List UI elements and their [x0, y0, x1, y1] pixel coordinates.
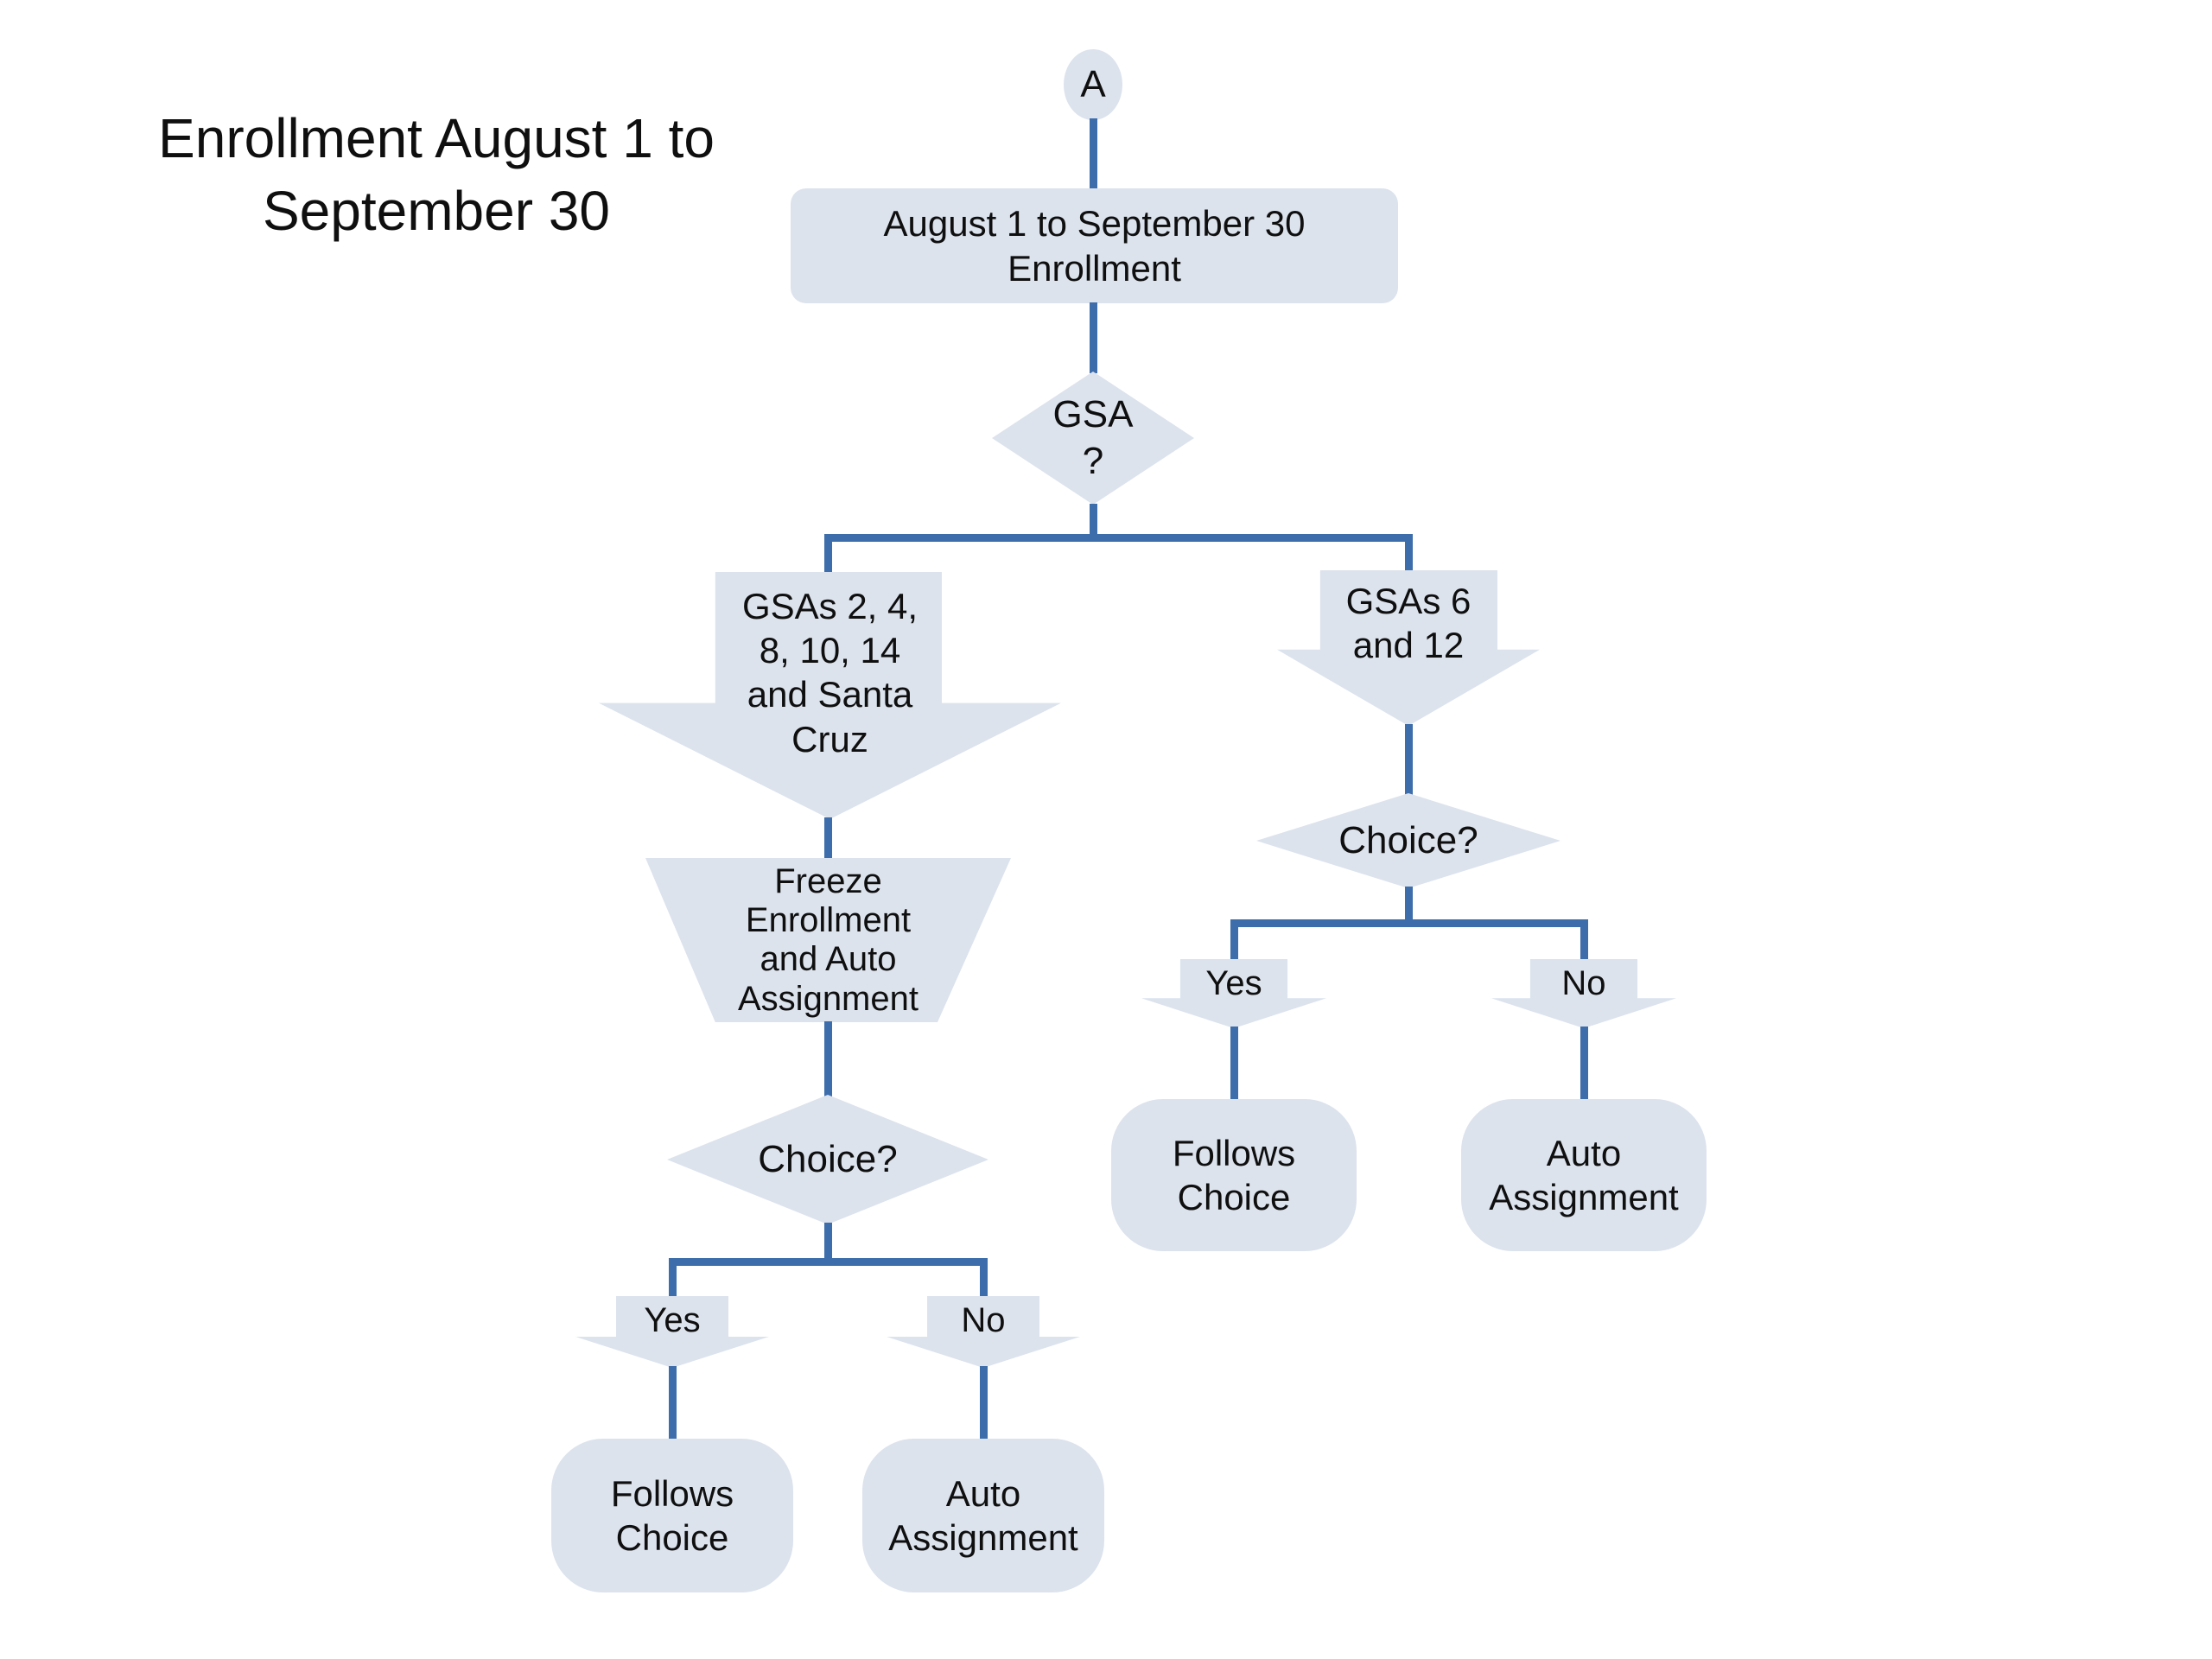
connector-left-arrow-to-freeze [824, 817, 832, 860]
arrow-right-no-label: No [1561, 964, 1606, 1002]
connector-right-yes-drop [1230, 919, 1238, 961]
terminal-right-follows-choice-label: Follows Choice [1172, 1132, 1296, 1217]
terminal-right-follows-choice: Follows Choice [1111, 1099, 1357, 1251]
connector-a-to-start [1090, 118, 1097, 189]
connector-left-no-stem [980, 1366, 988, 1440]
connector-right-no-stem [1580, 1027, 1588, 1101]
terminal-left-auto-assignment-label: Auto Assignment [888, 1472, 1078, 1558]
page-title: Enrollment August 1 to September 30 [158, 107, 715, 243]
terminal-right-auto-assignment-label: Auto Assignment [1489, 1132, 1679, 1217]
offpage-connector-a-label: A [1080, 63, 1106, 106]
decision-choice-right-label: Choice? [1338, 819, 1478, 862]
node-enrollment-period: August 1 to September 30 Enrollment [791, 188, 1398, 303]
terminal-left-follows-choice-label: Follows Choice [610, 1472, 734, 1558]
arrow-gsas-6-12: GSAs 6 and 12 [1277, 570, 1540, 726]
connector-right-arrow-to-choice [1405, 724, 1413, 795]
decision-gsa-label: GSA ? [1052, 393, 1134, 482]
offpage-connector-a: A [1064, 49, 1122, 120]
connector-branch-right-drop [1405, 534, 1413, 575]
terminal-right-auto-assignment: Auto Assignment [1461, 1099, 1707, 1251]
connector-left-choice-stub [824, 1223, 832, 1262]
process-freeze-enrollment: Freeze Enrollment and Auto Assignment [645, 858, 1011, 1022]
terminal-left-auto-assignment: Auto Assignment [862, 1439, 1104, 1592]
connector-right-yes-stem [1230, 1027, 1238, 1101]
connector-branch-left-drop [824, 534, 832, 575]
arrow-gsas-6-12-label: GSAs 6 and 12 [1345, 581, 1471, 666]
connector-left-choice-bar [669, 1258, 988, 1266]
node-enrollment-period-label: August 1 to September 30 Enrollment [883, 203, 1306, 289]
arrow-left-yes-label: Yes [644, 1301, 701, 1339]
arrow-right-yes: Yes [1141, 959, 1326, 1028]
process-freeze-enrollment-label: Freeze Enrollment and Auto Assignment [738, 862, 918, 1018]
decision-gsa: GSA ? [992, 372, 1194, 505]
arrow-right-yes-label: Yes [1205, 964, 1262, 1002]
arrow-left-no: No [887, 1296, 1080, 1368]
arrow-left-yes: Yes [575, 1296, 769, 1368]
connector-right-no-drop [1580, 919, 1588, 961]
terminal-left-follows-choice: Follows Choice [551, 1439, 793, 1592]
decision-choice-left: Choice? [667, 1095, 988, 1224]
connector-left-no-drop [980, 1258, 988, 1300]
connector-start-to-gsa [1090, 302, 1097, 373]
connector-freeze-to-choice [824, 1021, 832, 1096]
connector-left-yes-drop [669, 1258, 677, 1300]
arrow-gsas-2-4-8-10-14: GSAs 2, 4, 8, 10, 14 and Santa Cruz [599, 572, 1061, 819]
decision-choice-right: Choice? [1256, 793, 1560, 888]
decision-choice-left-label: Choice? [758, 1138, 898, 1181]
connector-right-choice-stub [1405, 887, 1413, 923]
connector-right-choice-bar [1230, 919, 1588, 927]
arrow-left-no-label: No [961, 1301, 1006, 1339]
arrow-right-no: No [1491, 959, 1676, 1028]
connector-left-yes-stem [669, 1366, 677, 1440]
arrow-gsas-2-4-8-10-14-label: GSAs 2, 4, 8, 10, 14 and Santa Cruz [741, 586, 918, 760]
connector-gsa-stub [1090, 504, 1097, 538]
connector-gsa-branch-bar [824, 534, 1413, 542]
